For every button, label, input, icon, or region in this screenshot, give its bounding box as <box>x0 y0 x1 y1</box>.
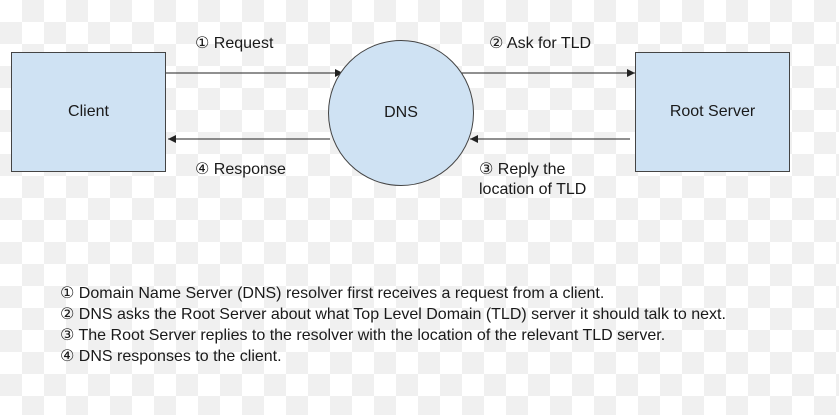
root-server-label: Root Server <box>669 103 756 120</box>
root-server-node: Root Server <box>635 52 790 172</box>
note-item: ② DNS asks the Root Server about what To… <box>60 306 726 323</box>
client-label: Client <box>68 103 109 120</box>
reply-label-line1: ③ Reply the <box>479 161 566 178</box>
request-label: ① Request <box>195 35 274 52</box>
dns-node: DNS <box>328 40 474 186</box>
note-item: ③ The Root Server replies to the resolve… <box>60 327 666 344</box>
ask-label: ② Ask for TLD <box>489 35 592 52</box>
client-node: Client <box>11 52 166 172</box>
dns-label: DNS <box>384 104 418 121</box>
reply-label: ③ Reply the location of TLD <box>479 160 586 200</box>
response-label: ④ Response <box>195 161 286 178</box>
note-item: ④ DNS responses to the client. <box>60 348 282 365</box>
note-item: ① Domain Name Server (DNS) resolver firs… <box>60 285 605 302</box>
notes-list: ① Domain Name Server (DNS) resolver firs… <box>60 283 726 367</box>
reply-label-line2: location of TLD <box>479 181 587 198</box>
